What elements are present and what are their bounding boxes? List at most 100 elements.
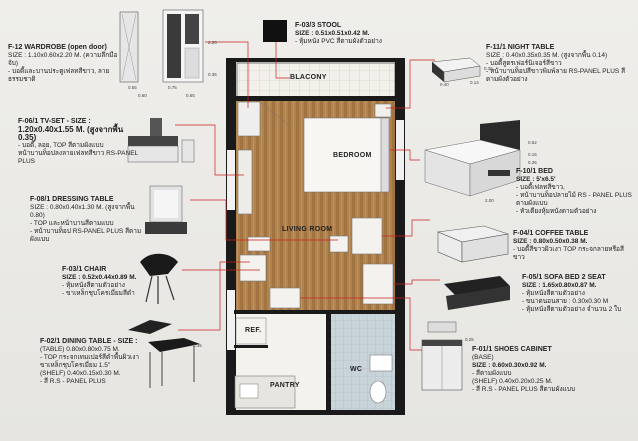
callout-spec: - TOP และหน้าบานสีตามแบบ: [30, 220, 114, 227]
room-label-wc: WC: [350, 366, 363, 373]
plan-shelf: [247, 236, 271, 252]
callout-spec: - บอดี้เฟลทสีขาว,: [516, 184, 565, 191]
plan-nightstand: [374, 103, 392, 118]
shoes-cabinet-illustration: [421, 321, 463, 391]
callout-coffee: F-04/1 COFFEE TABLE SIZE : 0.80x0.50x0.3…: [513, 230, 635, 262]
room-label-ref: REF.: [245, 327, 262, 334]
window-left: [227, 150, 235, 210]
wall-balcony: [226, 96, 405, 101]
plan-dressing-table: [329, 235, 349, 253]
callout-code: F-12 WARDROBE (open door): [8, 44, 107, 51]
wall-bottom: [226, 410, 405, 415]
callout-spec: - หน้าบานท็อปสีขาวพิมพ์ลาย RS-PANEL PLUS…: [486, 68, 626, 83]
callout-spec: - บอดี้สูตรเฟอร์นิเจอร์สีขาว: [486, 60, 562, 67]
callout-code: F-06/1 TV-SET - SIZE :: [18, 118, 91, 125]
callout-spec: - หุ้มหนัง PVC สีตามผังตัวอย่าง: [295, 38, 382, 45]
callout-chair: F-03/1 CHAIR SIZE : 0.52x0.44x0.89 M. - …: [62, 266, 142, 298]
plan-toilet: [369, 380, 387, 404]
callout-spec: หน้าบานท็อปลงลายเฟลทสีขาว RS-PANEL PLUS: [18, 150, 138, 165]
wall-top: [226, 58, 405, 62]
callout-size: SIZE : 0.60x0.30x0.92 M.: [472, 362, 547, 369]
dim-label: 0.35: [528, 160, 537, 165]
callout-spec: - บอดี้สีขาวผิวเงา TOP กระจกลายหรือสีขาว: [513, 246, 624, 261]
wall-ref: [234, 345, 268, 348]
callout-size: SIZE : 5'x6.5': [516, 176, 556, 183]
dim-label: 2.20: [208, 40, 217, 45]
callout-tv-set: F-06/1 TV-SET - SIZE : 1.20x0.40x1.55 M.…: [18, 118, 138, 166]
callout-code: F-03/1 CHAIR: [62, 266, 107, 273]
callout-size: SIZE : 0.80x0.50x0.38 M.: [513, 238, 588, 245]
callout-night-table: F-11/1 NIGHT TABLE SIZE : 0.40x0.35x0.35…: [486, 44, 636, 84]
wall-partition: [234, 310, 398, 314]
room-label-living: LIVING ROOM: [282, 226, 333, 233]
dim-label: 0.25: [465, 337, 474, 342]
callout-spec: - TOP กระจกเทมเปอร์สีดำพื้นผิวเงา: [40, 354, 140, 361]
plan-basin: [369, 354, 393, 372]
callout-spec: (BASE): [472, 354, 494, 361]
callout-size: (TABLE) 0.80x0.80x0.75 M.: [40, 346, 120, 353]
callout-spec: ขาเหล็กชุบโครเมี่ยม 1.5": [40, 362, 111, 369]
dim-label: 0.65: [186, 93, 195, 98]
dim-label: 0.40: [440, 82, 449, 87]
wardrobe-illustration: [119, 9, 204, 83]
callout-code: F-05/1 SOFA BED 2 SEAT: [522, 274, 606, 281]
coffee-table-illustration: [436, 225, 509, 263]
callout-bed: F-10/1 BED SIZE : 5'x6.5' - บอดี้เฟลทสีข…: [516, 168, 634, 216]
callout-shoes: F-01/1 SHOES CABINET (BASE) SIZE : 0.60x…: [472, 346, 592, 394]
dim-label: 0.15: [528, 152, 537, 157]
wall-bath: [326, 312, 331, 412]
callout-spec: - หุ้มหนังสีตามตัวอย่าง: [522, 290, 585, 297]
window-left-low: [227, 290, 235, 350]
callout-code: F-10/1 BED: [516, 168, 553, 175]
callout-code: F-02/1 DINING TABLE - SIZE :: [40, 338, 138, 345]
plan-headboard: [380, 117, 390, 193]
callout-sofa: F-05/1 SOFA BED 2 SEAT SIZE : 1.65x0.80x…: [522, 274, 636, 314]
callout-spec: - ขาเหล็กชุบโครเมี่ยมสีดำ: [62, 290, 135, 297]
callout-dining: F-02/1 DINING TABLE - SIZE : (TABLE) 0.8…: [40, 338, 140, 386]
plan-dining-table: [239, 254, 267, 282]
callout-spec: - หุ้มหนังสีตามตัวอย่าง: [62, 282, 125, 289]
callout-spec: - บอดี้, ลอย, TOP สีตามผังแบบ: [18, 142, 104, 149]
callout-code: F-03/3 STOOL: [295, 22, 342, 29]
plan-tv-set: [237, 149, 253, 215]
dim-label: 0.55: [128, 85, 137, 90]
leader-lines: [175, 40, 440, 351]
plan-coffee-table: [351, 217, 383, 255]
dim-label: 0.35: [208, 72, 217, 77]
callout-size: SIZE : 1.10x0.60x2.20 M. (ความลึกมือจับ): [8, 52, 118, 67]
dim-label: 0.62: [528, 140, 537, 145]
dim-label: 2.00: [485, 198, 494, 203]
callout-dressing: F-08/1 DRESSING TABLE SIZE : 0.80x0.40x1…: [30, 196, 142, 244]
callout-stool: F-03/3 STOOL SIZE : 0.51x0.51x0.42 M. - …: [295, 22, 405, 46]
plan-sink: [239, 383, 259, 399]
callout-spec: - หน้าบานท็อปลายไม้ RS - PANEL PLUS ตามผ…: [516, 192, 632, 207]
dim-label: 0.35: [193, 343, 202, 348]
dining-illustration: [128, 320, 200, 388]
callout-spec: - หัวเตียงหุ้มหนังตามตัวอย่าง: [516, 208, 597, 215]
plan-bed: [303, 117, 385, 193]
callout-size: SIZE : 0.80x0.40x1.30 M. (สูงจากพื้น 0.8…: [30, 204, 135, 219]
callout-code: F-01/1 SHOES CABINET: [472, 346, 552, 353]
callout-spec: - สี R.S - PANEL PLUS สีตามผังแบบ: [472, 386, 576, 393]
callout-spec: - สี R.S - PANEL PLUS: [40, 378, 106, 385]
callout-size: SIZE : 0.40x0.35x0.35 M. (สูงจากพื้น 0.1…: [486, 52, 608, 59]
callout-size: 1.20x0.40x1.55 M. (สูงจากพื้น 0.35): [18, 125, 124, 142]
room-label-balcony: BLACONY: [290, 74, 327, 81]
dim-label: 0.35: [484, 66, 493, 71]
bed-illustration: [424, 120, 521, 197]
callout-spec: - หน้าบานท็อป RS-PANEL PLUS สีตามผังแบบ: [30, 228, 142, 243]
plan-shoes-cabinet: [269, 287, 301, 309]
dressing-table-illustration: [145, 185, 187, 234]
callout-wardrobe: F-12 WARDROBE (open door) SIZE : 1.10x0.…: [8, 44, 118, 84]
sofa-illustration: [444, 276, 510, 310]
balcony-floor: [236, 62, 396, 100]
room-label-bedroom: BEDROOM: [333, 152, 372, 159]
callout-spec: - หุ้มหนังสีตามตัวอย่าง จำนวน 2 ใบ: [522, 306, 622, 313]
dim-label: 0.60: [138, 93, 147, 98]
callout-size: SIZE : 0.51x0.51x0.42 M.: [295, 30, 370, 37]
plan-wardrobe: [237, 101, 261, 137]
room-label-pantry: PANTRY: [270, 382, 300, 389]
callout-spec: - บอดี้และบานประตูเฟลทสีขาว, ลายธรรมชาติ: [8, 68, 110, 83]
